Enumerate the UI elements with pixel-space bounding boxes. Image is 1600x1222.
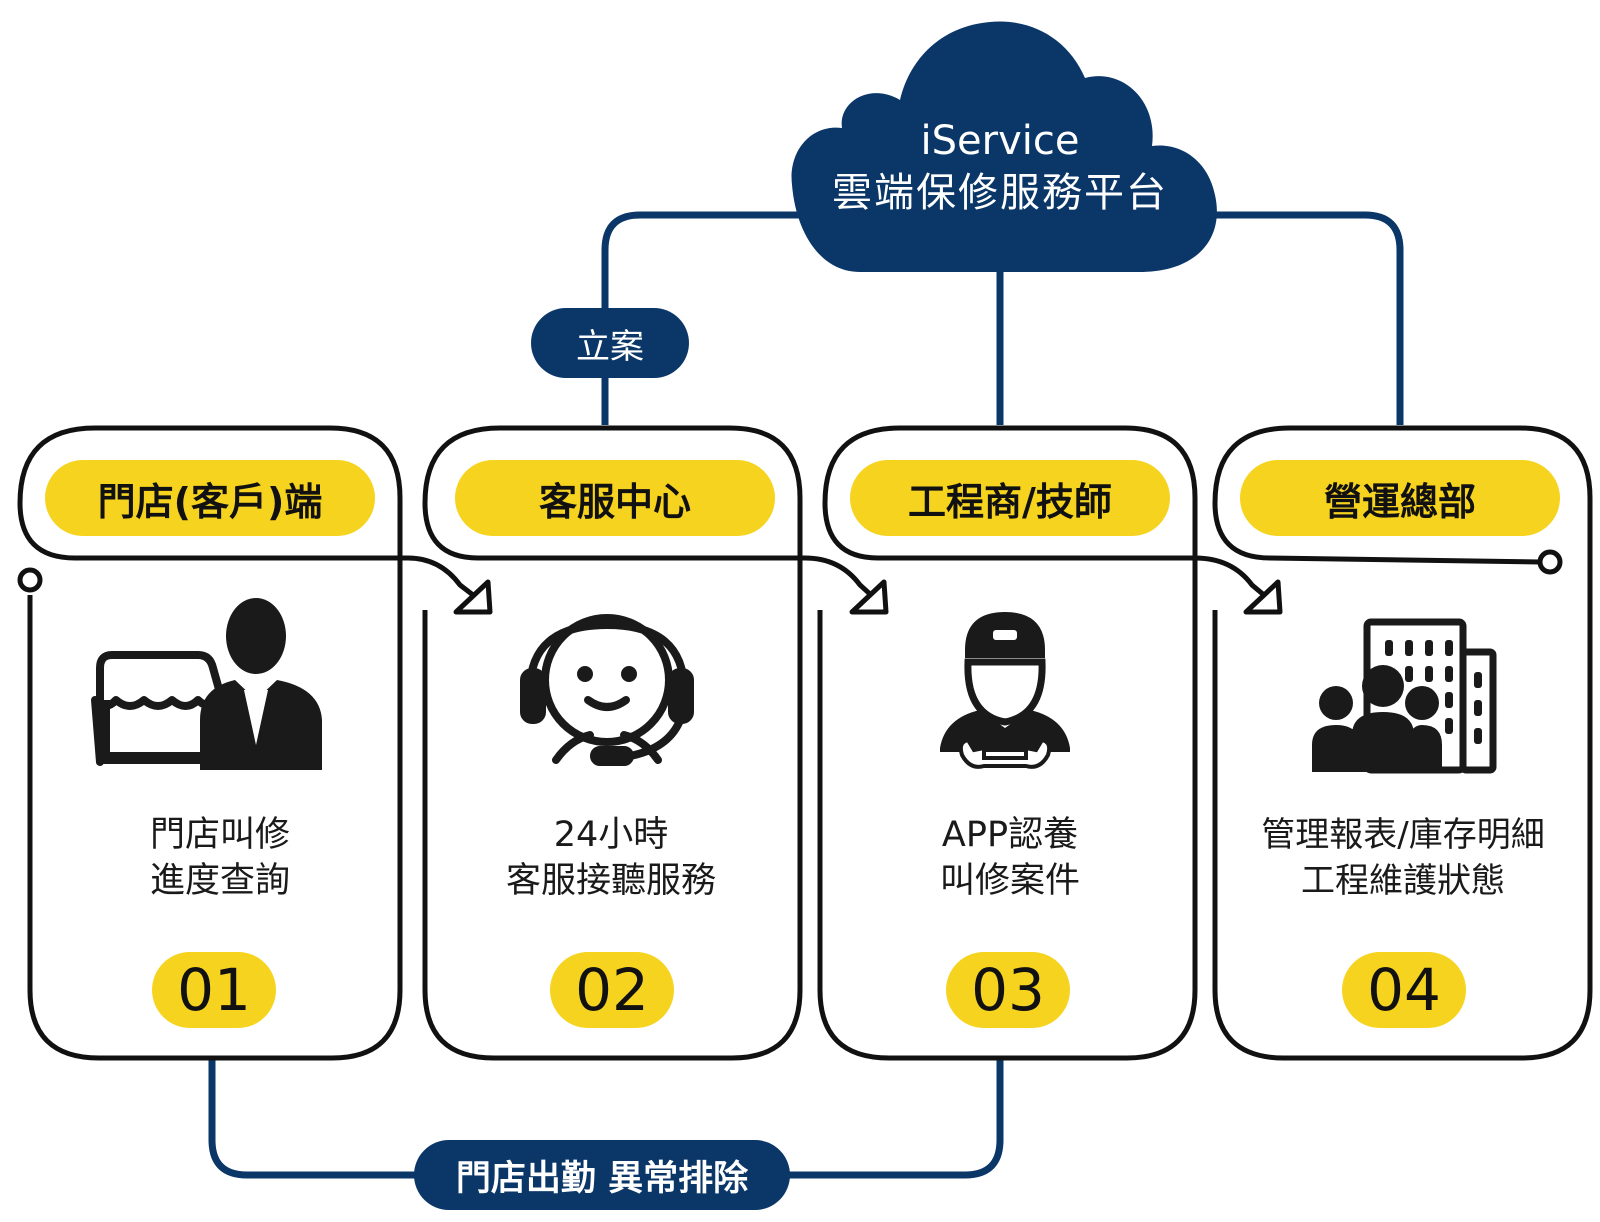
platform-subtitle: 雲端保修服務平台	[832, 170, 1168, 216]
hq-header-tail	[1269, 555, 1541, 565]
card-number-04: 04	[1342, 952, 1466, 1028]
card-header-service: 客服中心	[455, 460, 775, 536]
card-desc-line: 24小時	[553, 815, 669, 855]
headquarters-team-icon	[1312, 618, 1497, 774]
cloud-to-hq-connector	[1200, 211, 1404, 425]
card-outline-2	[422, 425, 803, 1061]
headset-agent-icon	[520, 614, 694, 766]
technician-wrench-icon	[940, 612, 1070, 769]
flow-arrowhead-1-2	[453, 579, 493, 615]
card-number-01: 01	[152, 952, 276, 1028]
flow-arrow-3-4	[878, 555, 1278, 607]
dispatch-badge: 門店出勤 異常排除	[414, 1140, 790, 1210]
card-desc-line: 進度查詢	[149, 861, 290, 901]
platform-cloud-label: iService 雲端保修服務平台	[800, 112, 1200, 222]
card-number-03: 03	[946, 952, 1070, 1028]
card-desc-engineer: APP認養 叫修案件	[830, 810, 1190, 906]
flow-start-dot	[17, 567, 43, 593]
card-desc-store: 門店叫修 進度查詢	[40, 810, 400, 906]
setup-badge: 立案	[531, 308, 689, 378]
card-number-02: 02	[550, 952, 674, 1028]
card-desc-line: 叫修案件	[939, 861, 1080, 901]
card-desc-line: 工程維護狀態	[1301, 861, 1505, 901]
flow-arrowhead-3-4	[1243, 579, 1283, 615]
card-header-engineer: 工程商/技師	[850, 460, 1170, 536]
flow-arrow-1-2	[75, 555, 488, 607]
card-header-store: 門店(客戶)端	[45, 460, 375, 536]
flow-arrow-2-3	[478, 555, 884, 607]
flow-arrowhead-2-3	[849, 579, 889, 615]
card-desc-line: 管理報表/庫存明細	[1261, 815, 1545, 855]
card-header-hq: 營運總部	[1240, 460, 1560, 536]
cloud-shape	[791, 21, 1217, 272]
flow-end-dot	[1537, 549, 1563, 575]
card-desc-line: APP認養	[941, 815, 1079, 855]
card-outline-4	[1212, 425, 1593, 1061]
platform-title: iService	[920, 118, 1080, 164]
card-outline-3	[817, 425, 1198, 1061]
card-desc-service: 24小時 客服接聽服務	[430, 810, 792, 906]
cloud-to-service-connector	[601, 211, 800, 425]
card-desc-line: 客服接聽服務	[505, 861, 716, 901]
store-owner-icon	[91, 598, 322, 770]
card-desc-line: 門店叫修	[149, 815, 290, 855]
card-desc-hq: 管理報表/庫存明細 工程維護狀態	[1220, 810, 1586, 906]
card-outline-1	[17, 425, 403, 1061]
